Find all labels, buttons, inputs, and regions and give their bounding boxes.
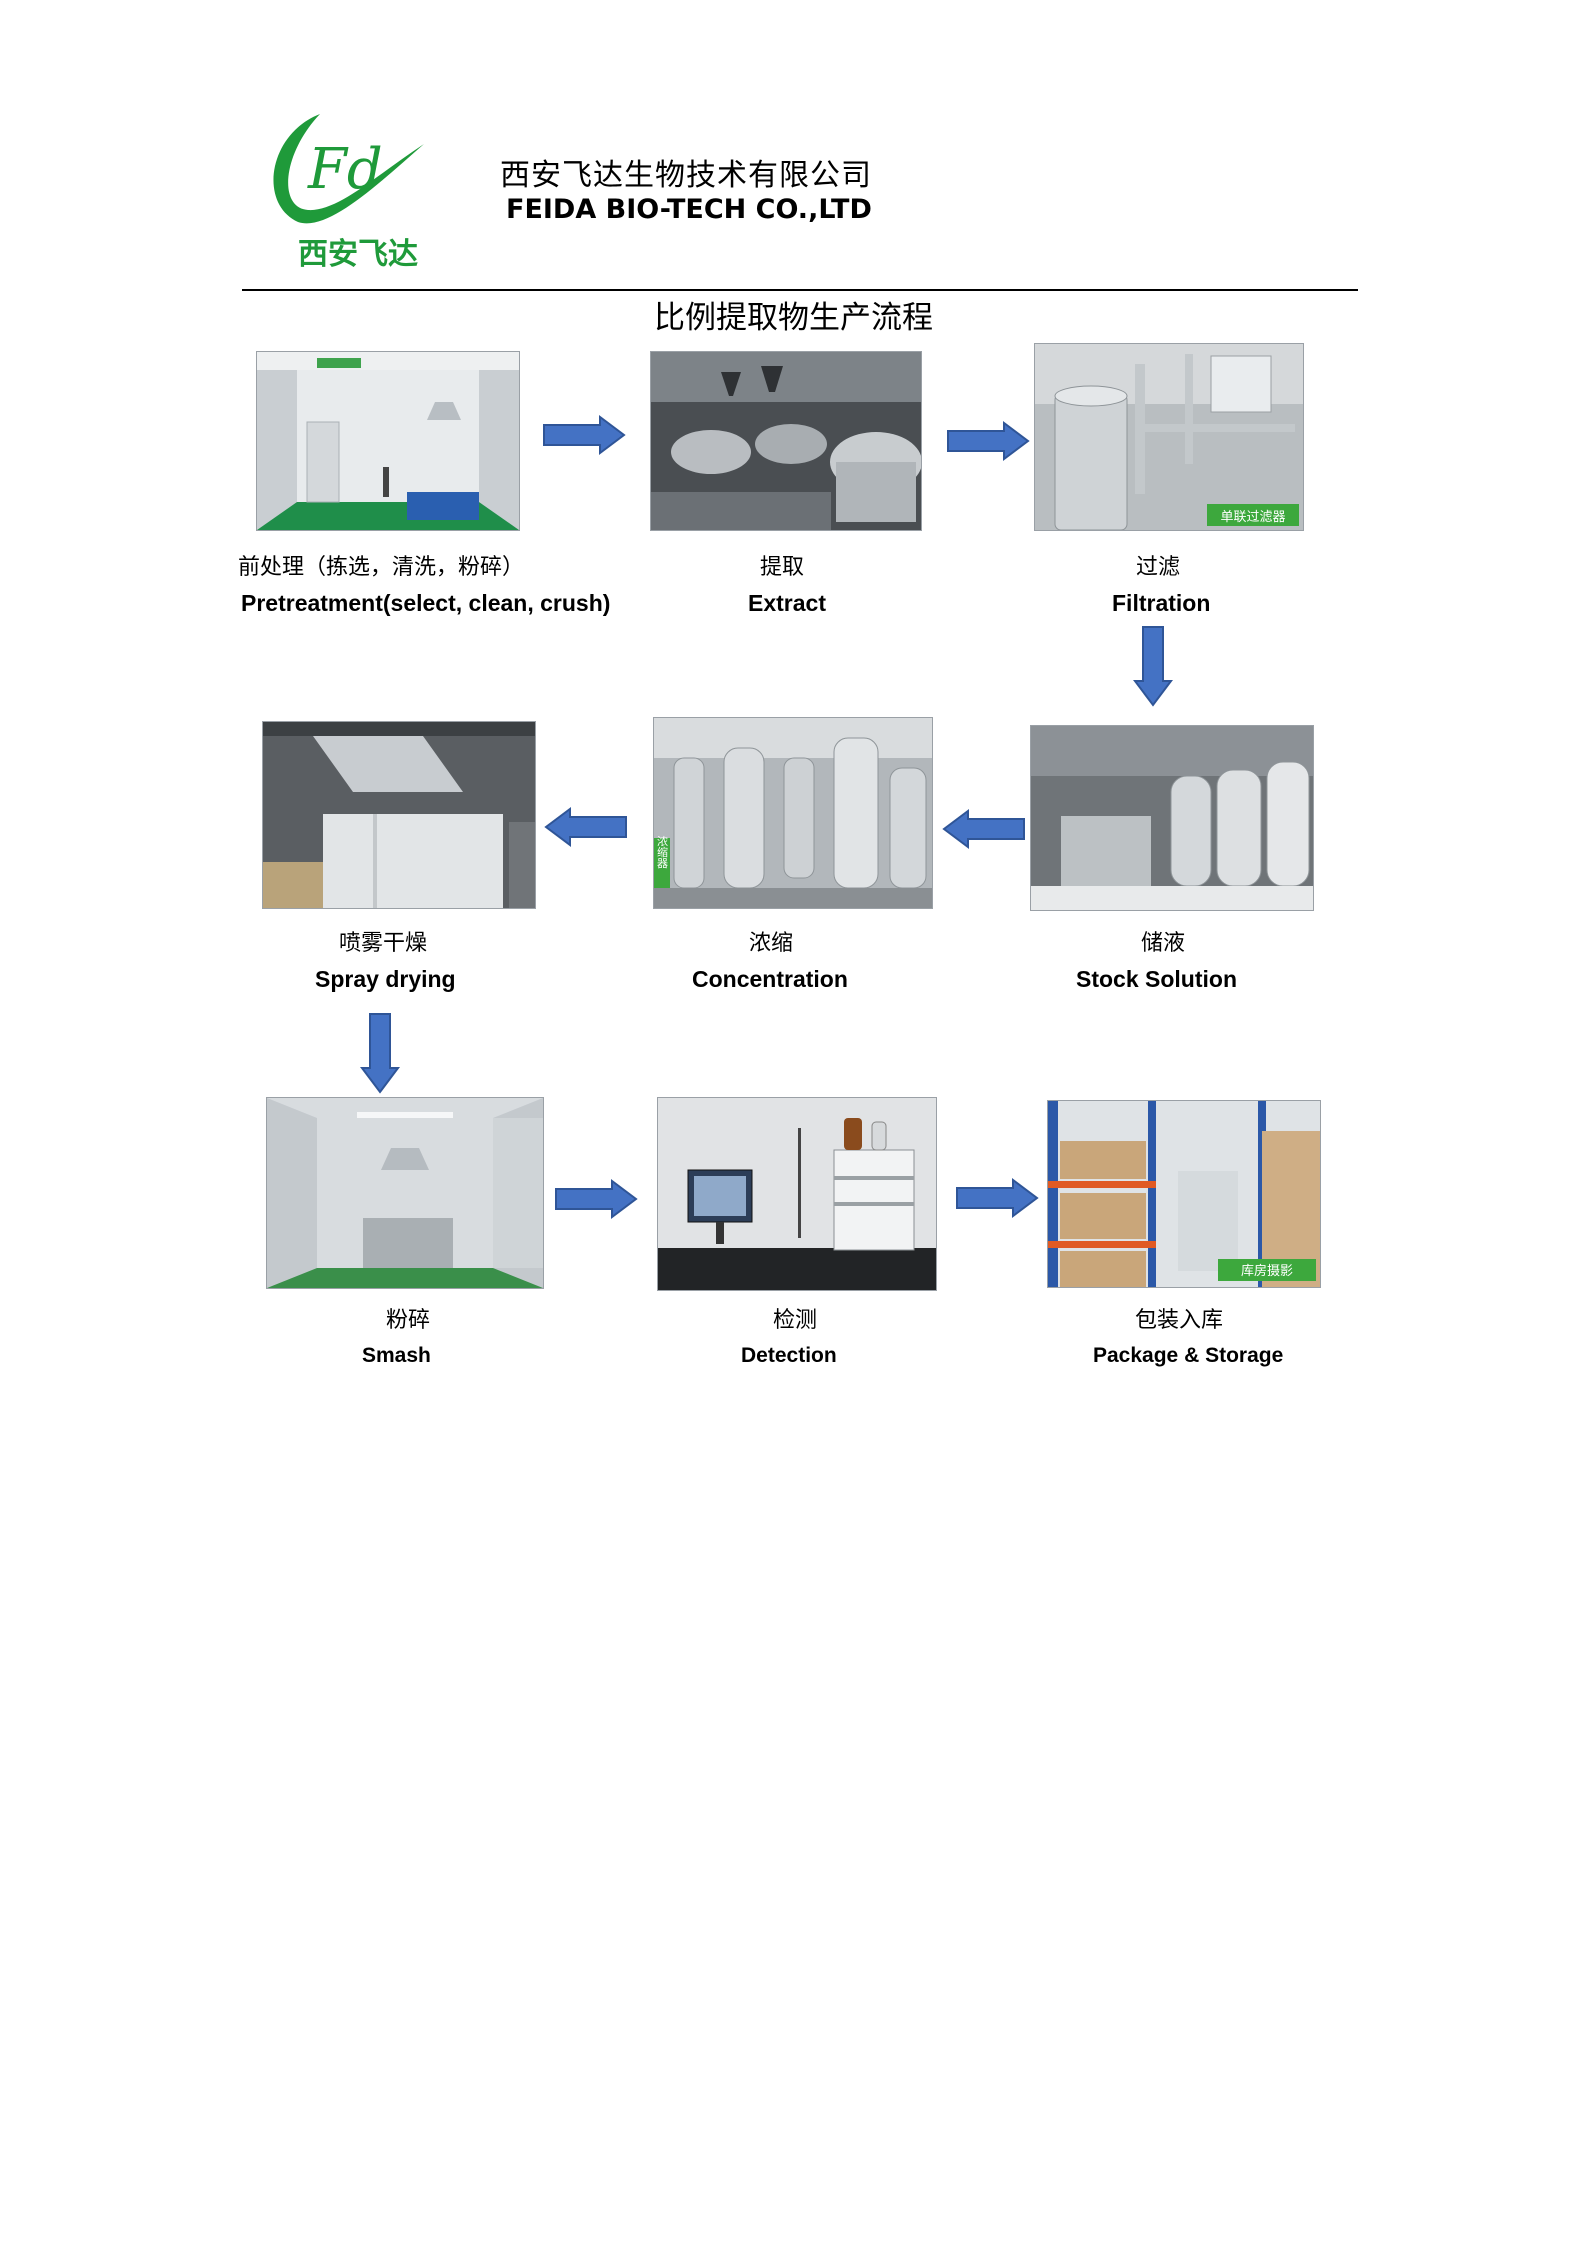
arrow-right <box>955 1178 1039 1218</box>
photo-filtration: 单联过滤器 <box>1034 343 1304 531</box>
arrow-left <box>544 807 628 847</box>
page-title: 比例提取物生产流程 <box>654 300 933 336</box>
photo-stock-solution <box>1030 725 1314 911</box>
company-name-en: FEIDA BIO-TECH CO.,LTD <box>506 194 872 225</box>
step-en-pretreatment: Pretreatment(select, clean, crush) <box>241 590 611 616</box>
step-en-stock-solution: Stock Solution <box>1076 966 1237 992</box>
arrow-right <box>554 1179 638 1219</box>
logo-chinese: 西安飞达 <box>298 237 418 272</box>
photo-detection <box>657 1097 937 1291</box>
arrow-right <box>542 415 626 455</box>
step-cn-filtration: 过滤 <box>1136 555 1181 580</box>
step-cn-concentration: 浓缩 <box>749 931 794 956</box>
company-logo: Fd 西安飞达 <box>258 104 428 276</box>
step-cn-detection: 检测 <box>773 1308 818 1333</box>
company-name-cn: 西安飞达生物技术有限公司 <box>500 158 872 193</box>
photo-spray-drying <box>262 721 536 909</box>
photo-concentration: 浓缩器 <box>653 717 933 909</box>
photo-pretreatment <box>256 351 520 531</box>
step-cn-extract: 提取 <box>760 555 805 580</box>
arrow-right <box>946 421 1030 461</box>
arrow-down <box>1133 625 1173 707</box>
step-cn-package-storage: 包装入库 <box>1135 1308 1224 1333</box>
photo-smash <box>266 1097 544 1289</box>
step-cn-smash: 粉碎 <box>386 1308 431 1333</box>
header-divider <box>242 289 1358 291</box>
photo-label-filtration: 单联过滤器 <box>1220 510 1285 525</box>
photo-extract <box>650 351 922 531</box>
step-en-extract: Extract <box>748 590 826 616</box>
arrow-down <box>360 1012 400 1094</box>
logo-letters: Fd <box>307 137 383 202</box>
step-en-filtration: Filtration <box>1112 590 1211 616</box>
photo-package-storage: 库房摄影 <box>1047 1100 1321 1288</box>
step-en-smash: Smash <box>362 1344 431 1367</box>
step-en-detection: Detection <box>741 1344 837 1367</box>
step-cn-stock-solution: 储液 <box>1141 931 1186 956</box>
step-cn-pretreatment: 前处理（拣选，清洗，粉碎） <box>238 555 525 580</box>
photo-label-concentration: 浓缩器 <box>656 835 669 869</box>
step-cn-spray-drying: 喷雾干燥 <box>339 931 428 956</box>
step-en-concentration: Concentration <box>692 966 848 992</box>
photo-label-storage: 库房摄影 <box>1241 1263 1293 1279</box>
arrow-left <box>942 809 1026 849</box>
step-en-spray-drying: Spray drying <box>315 966 456 992</box>
step-en-package-storage: Package & Storage <box>1093 1344 1284 1367</box>
